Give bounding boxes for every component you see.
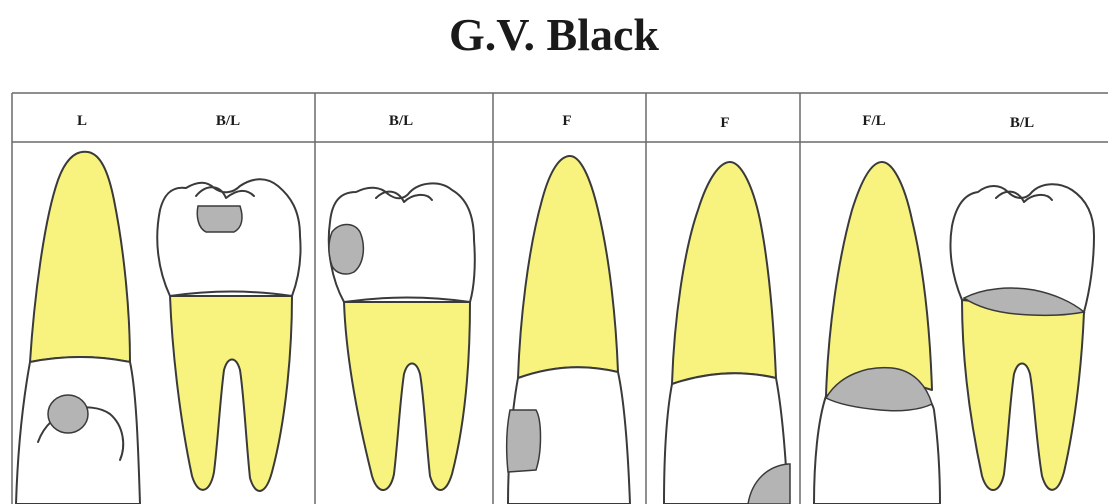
- tooth-6-root: [826, 162, 932, 396]
- tooth-molar-bl-3: [950, 184, 1094, 490]
- tooth-molar-bl-1: [157, 179, 300, 491]
- column-labels: L B/L B/L F F F/L B/L: [77, 113, 1034, 131]
- tooth-4-root: [518, 156, 618, 378]
- tooth-1-root: [30, 152, 130, 362]
- column-label-5: F: [720, 115, 729, 131]
- tooth-incisor-fl: [814, 162, 940, 504]
- tooth-1-cavity-pit: [48, 395, 88, 433]
- column-label-2: B/L: [216, 113, 240, 129]
- tooth-incisor-facial-2: [664, 162, 790, 504]
- column-label-3: B/L: [389, 113, 413, 129]
- column-label-4: F: [562, 113, 571, 129]
- column-label-7: B/L: [1010, 115, 1034, 131]
- tooth-5-root: [672, 162, 776, 384]
- tooth-3-roots: [344, 302, 470, 490]
- tooth-incisor-facial-1: [507, 156, 630, 504]
- column-label-1: L: [77, 113, 87, 129]
- tooth-incisor-lingual: [16, 152, 140, 504]
- column-label-6: F/L: [862, 113, 885, 129]
- tooth-4-cavity-proximal: [507, 410, 541, 472]
- tooth-3-cavity-cervical: [329, 225, 363, 275]
- tooth-2-cavity-occlusal: [197, 206, 242, 232]
- tooth-7-roots: [962, 300, 1084, 490]
- tooth-molar-bl-2: [329, 183, 475, 490]
- tooth-2-roots: [170, 296, 292, 491]
